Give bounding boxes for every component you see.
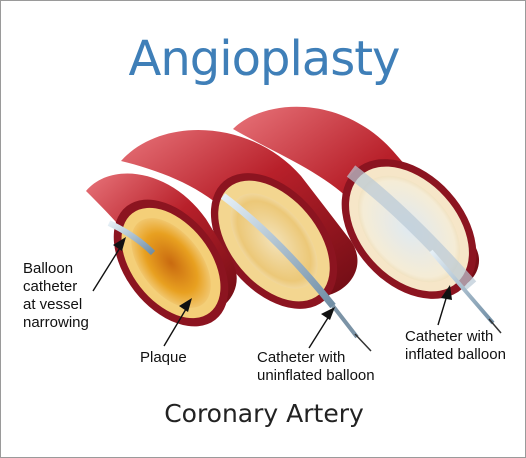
balloon-deflated xyxy=(333,306,357,337)
label-line: catheter xyxy=(23,278,89,296)
label-line: Plaque xyxy=(140,349,187,367)
label-balloon-catheter: Balloon catheter at vessel narrowing xyxy=(23,260,89,332)
label-line: uninflated balloon xyxy=(257,367,375,385)
label-inflated: Catheter with inflated balloon xyxy=(405,328,506,364)
label-line: Catheter with xyxy=(257,349,375,367)
label-line: inflated balloon xyxy=(405,346,506,364)
label-uninflated: Catheter with uninflated balloon xyxy=(257,349,375,385)
label-line: Balloon xyxy=(23,260,89,278)
arrowhead xyxy=(321,307,335,320)
label-plaque: Plaque xyxy=(140,349,187,367)
diagram-title: Angioplasty xyxy=(1,31,526,87)
label-line: narrowing xyxy=(23,314,89,332)
diagram-subtitle: Coronary Artery xyxy=(1,399,526,428)
arrow-balloon-catheter xyxy=(93,243,123,291)
label-line: at vessel xyxy=(23,296,89,314)
label-line: Catheter with xyxy=(405,328,506,346)
